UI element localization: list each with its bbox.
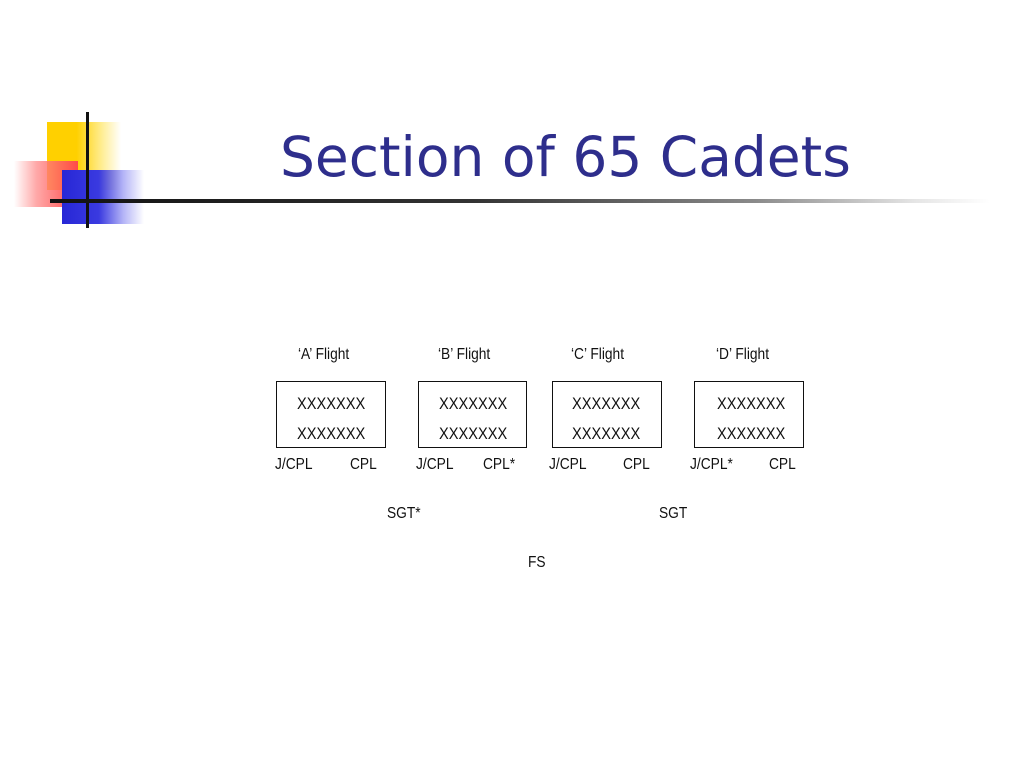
flight-c-box: XXXXXXX XXXXXXX xyxy=(552,381,662,448)
flight-a-label: ‘A’ Flight xyxy=(298,346,350,363)
page-title: Section of 65 Cadets xyxy=(280,125,851,189)
flight-a-cadet-2: XXXXXXX xyxy=(297,424,366,443)
flight-c-cadet-2: XXXXXXX xyxy=(572,424,641,443)
sergeant-left: SGT* xyxy=(387,505,421,522)
logo-blue-square xyxy=(62,170,144,224)
flight-a-cadet-1: XXXXXXX xyxy=(297,394,366,413)
flight-c-rank-cpl: CPL xyxy=(623,456,650,473)
flight-sergeant: FS xyxy=(528,554,546,571)
logo-vertical-line xyxy=(86,112,89,228)
flight-d-label: ‘D’ Flight xyxy=(716,346,770,363)
flight-b-cadet-2: XXXXXXX xyxy=(439,424,508,443)
sergeant-right: SGT xyxy=(659,505,688,522)
flight-d-box: XXXXXXX XXXXXXX xyxy=(694,381,804,448)
flight-c-label: ‘C’ Flight xyxy=(571,346,625,363)
flight-b-label: ‘B’ Flight xyxy=(438,346,491,363)
flight-a-rank-jcpl: J/CPL xyxy=(275,456,313,473)
flight-c-rank-jcpl: J/CPL xyxy=(549,456,587,473)
flight-c-cadet-1: XXXXXXX xyxy=(572,394,641,413)
flight-d-cadet-2: XXXXXXX xyxy=(717,424,786,443)
flight-a-box: XXXXXXX XXXXXXX xyxy=(276,381,386,448)
flight-d-rank-cpl: CPL xyxy=(769,456,796,473)
flight-b-rank-jcpl: J/CPL xyxy=(416,456,454,473)
flight-d-rank-jcpl: J/CPL* xyxy=(690,456,733,473)
flight-d-cadet-1: XXXXXXX xyxy=(717,394,786,413)
flight-a-rank-cpl: CPL xyxy=(350,456,377,473)
flight-b-cadet-1: XXXXXXX xyxy=(439,394,508,413)
flight-b-box: XXXXXXX XXXXXXX xyxy=(418,381,527,448)
title-underline xyxy=(50,199,990,203)
flight-b-rank-cpl: CPL* xyxy=(483,456,516,473)
